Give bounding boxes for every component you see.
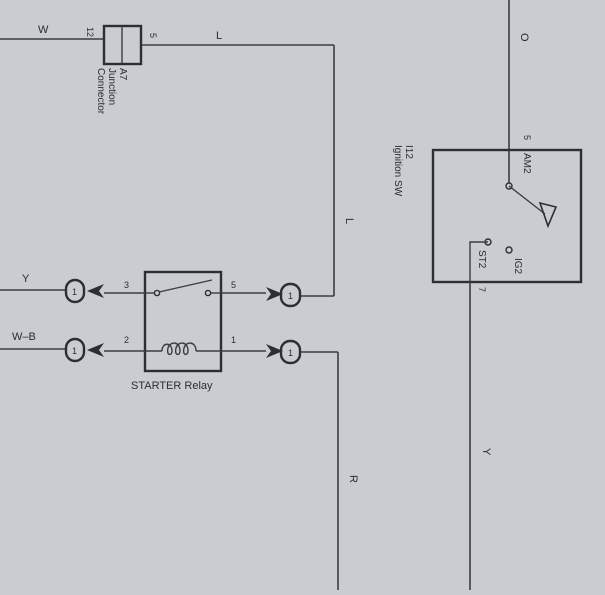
junction-pin-12: 12 [85, 27, 95, 37]
connector-left-lower-arrow-icon [87, 343, 104, 357]
junction-code: A7 [117, 68, 128, 81]
connector-right-lower-arrow-icon [266, 344, 283, 358]
ignition-pin-st2-number: 7 [477, 287, 487, 292]
wire-label-r: R [347, 475, 359, 483]
junction-name-line2: Connector [95, 68, 106, 115]
connector-left-upper-body [64, 278, 86, 304]
connector-right-upper-body [279, 282, 302, 308]
relay-pin-2: 2 [124, 335, 129, 345]
junction-pin-5: 5 [148, 33, 158, 38]
connector-left-lower-pin: 1 [72, 346, 77, 356]
connector-right-lower-pin: 1 [288, 348, 293, 358]
ignition-key-lever [508, 185, 546, 215]
connector-right-upper-arrow-icon [266, 287, 283, 301]
connector-left-upper-pin: 1 [72, 287, 77, 297]
connector-left-lower-body [64, 337, 86, 363]
relay-pin-3: 3 [124, 280, 129, 290]
wire-label-o: O [518, 33, 530, 42]
relay-switch-arm [158, 279, 213, 293]
wire-label-y-right: Y [480, 448, 492, 456]
wire-label-w: W [38, 24, 49, 36]
connector-left-lower: 1 [64, 337, 104, 363]
wire-label-y-left: Y [22, 273, 30, 285]
relay-switch-contact-right [204, 289, 212, 297]
relay-coil-icon [161, 342, 197, 356]
ignition-ig2-contact [505, 246, 513, 254]
relay-pin-5: 5 [231, 280, 236, 290]
ignition-terminal-ig2: IG2 [512, 258, 523, 275]
wire-label-l-top: L [216, 30, 222, 42]
starter-relay-label: STARTER Relay [131, 380, 213, 392]
ignition-terminal-st2: ST2 [476, 250, 487, 269]
connector-right-upper: 1 [266, 282, 302, 308]
connector-right-lower: 1 [266, 339, 302, 365]
ignition-terminal-am2: AM2 [521, 153, 532, 174]
junction-name-line1: Junction [106, 68, 117, 105]
connector-left-upper-arrow-icon [87, 284, 104, 298]
wire-label-l-mid: L [343, 218, 355, 224]
ignition-switch-body [431, 148, 583, 284]
ignition-st2-internal [469, 241, 488, 282]
connector-right-upper-pin: 1 [288, 291, 293, 301]
relay-switch-contact-left [153, 289, 161, 297]
starter-relay-body [143, 270, 223, 373]
ignition-pin-am2-number: 5 [522, 135, 532, 140]
ignition-switch-name: Ignition SW [392, 145, 403, 197]
wire-label-wb: W–B [12, 331, 36, 343]
ignition-key-icon [538, 201, 558, 229]
connector-left-upper: 1 [64, 278, 104, 304]
ignition-switch-code: I12 [403, 145, 414, 159]
relay-pin-1: 1 [231, 335, 236, 345]
